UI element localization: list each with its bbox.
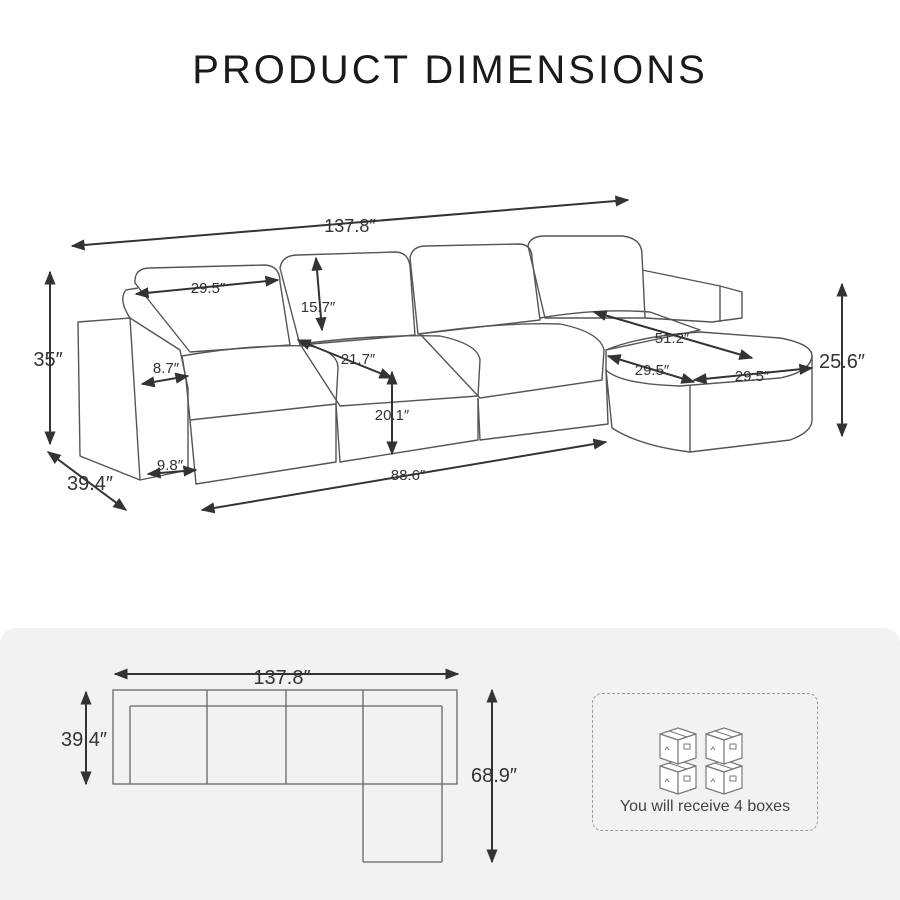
label-top-total-depth: 68.9″ bbox=[471, 765, 517, 787]
label-total-width: 137.8″ bbox=[324, 216, 376, 236]
dimension-arrows bbox=[44, 195, 848, 514]
page-title: PRODUCT DIMENSIONS bbox=[192, 48, 708, 92]
label-ottoman-height: 25.6″ bbox=[819, 351, 865, 373]
label-ottoman-depth: 29.5″ bbox=[735, 368, 770, 385]
label-seat-depth: 21.7″ bbox=[341, 351, 376, 368]
dimension-labels: 137.8″ 35″ 39.4″ 29.5″ 15.7″ 8.7″ 21.7″ … bbox=[33, 216, 865, 495]
label-arm-width: 8.7″ bbox=[153, 360, 180, 377]
label-back-height: 15.7″ bbox=[301, 299, 336, 316]
label-arm-base: 9.8″ bbox=[157, 457, 184, 474]
package-caption: You will receive 4 boxes bbox=[619, 798, 791, 815]
label-depth: 39.4″ bbox=[67, 473, 113, 495]
label-chaise-length: 51.2″ bbox=[655, 330, 690, 347]
top-view-labels: 137.8″ 39.4″ 68.9″ bbox=[61, 667, 517, 787]
package-info-card: You will receive 4 boxes bbox=[592, 693, 818, 831]
label-seat-width: 29.5″ bbox=[191, 280, 226, 297]
top-view-outline bbox=[112, 689, 458, 863]
top-view-arrows bbox=[80, 668, 498, 864]
label-height: 35″ bbox=[33, 349, 62, 371]
sofa-outline bbox=[77, 235, 813, 485]
label-ottoman-width: 29.5″ bbox=[635, 362, 670, 379]
box-icon bbox=[659, 727, 743, 795]
label-seat-height: 20.1″ bbox=[375, 407, 410, 424]
label-top-width: 137.8″ bbox=[253, 667, 310, 689]
label-base-length: 88.6″ bbox=[391, 467, 426, 484]
label-top-depth: 39.4″ bbox=[61, 729, 107, 751]
